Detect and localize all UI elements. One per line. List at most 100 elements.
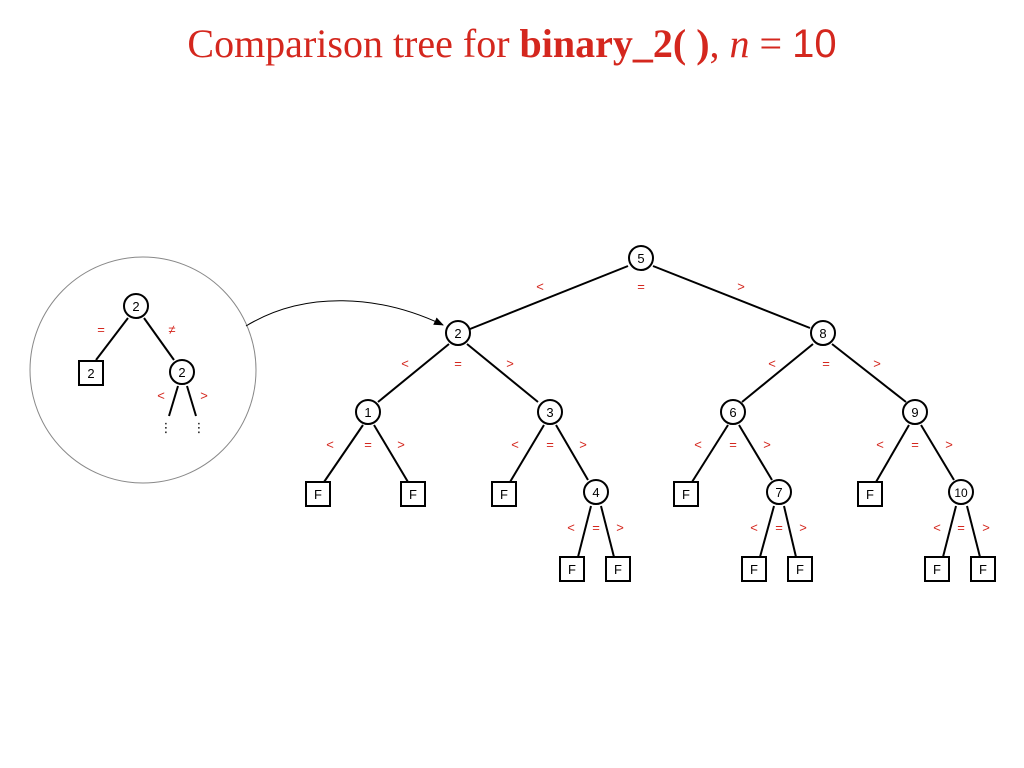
- eq-4: =: [592, 520, 600, 535]
- gt-5: >: [737, 279, 745, 294]
- edge-8-9: [831, 343, 907, 403]
- lt-6: <: [694, 437, 702, 452]
- gt-9: >: [945, 437, 953, 452]
- edge-1-f: [323, 424, 364, 483]
- node-9-label: 9: [911, 405, 918, 420]
- node-9: [902, 399, 928, 425]
- lt-9: <: [876, 437, 884, 452]
- leaf-f-5-label: F: [682, 487, 690, 502]
- edge-2-1: [377, 343, 450, 403]
- inset-gt-label: >: [200, 388, 208, 403]
- node-5-label: 5: [637, 251, 644, 266]
- inset-lt-label: <: [157, 388, 165, 403]
- node-7: [766, 479, 792, 505]
- edge-5-8: [652, 265, 811, 329]
- leaf-f-4a: [559, 556, 585, 582]
- node-4-label: 4: [592, 485, 599, 500]
- inset-leaf-node: [78, 360, 104, 386]
- leaf-f-9: [924, 556, 950, 582]
- node-6-label: 6: [729, 405, 736, 420]
- edge-4-f: [577, 505, 592, 558]
- gt-7: >: [799, 520, 807, 535]
- eq-2: =: [454, 356, 462, 371]
- edge-6-7: [738, 424, 773, 481]
- leaf-f-8: [857, 481, 883, 507]
- gt-6: >: [763, 437, 771, 452]
- node-3: [537, 399, 563, 425]
- eq-1: =: [364, 437, 372, 452]
- leaf-f-3: [491, 481, 517, 507]
- edge-inset-mid-right: [186, 385, 197, 417]
- node-2: [445, 320, 471, 346]
- leaf-f-4a-label: F: [568, 562, 576, 577]
- gt-2: >: [506, 356, 514, 371]
- node-10: [948, 479, 974, 505]
- edge-3-4: [555, 424, 589, 481]
- edge-10-f2: [966, 505, 981, 558]
- eq-5: =: [637, 279, 645, 294]
- title-separator: ,: [709, 21, 730, 66]
- gt-1: >: [397, 437, 405, 452]
- inset-eq-label: =: [97, 322, 105, 337]
- leaf-f-2-label: F: [409, 487, 417, 502]
- title-variable: n: [729, 21, 750, 66]
- gt-10: >: [982, 520, 990, 535]
- lt-10: <: [933, 520, 941, 535]
- edge-7-f: [759, 505, 775, 558]
- node-5: [628, 245, 654, 271]
- leaf-f-8-label: F: [866, 487, 874, 502]
- eq-9: =: [911, 437, 919, 452]
- eq-3: =: [546, 437, 554, 452]
- node-6: [720, 399, 746, 425]
- title-prefix: Comparison tree for: [187, 21, 520, 66]
- leaf-f-1: [305, 481, 331, 507]
- lt-5: <: [536, 279, 544, 294]
- lt-2: <: [401, 356, 409, 371]
- lt-8: <: [768, 356, 776, 371]
- leaf-f-5: [673, 481, 699, 507]
- title-equals: =: [749, 21, 793, 66]
- inset-mid-label: 2: [178, 365, 185, 380]
- leaf-f-4b-label: F: [614, 562, 622, 577]
- leaf-f-6-label: F: [750, 562, 758, 577]
- edge-9-10: [920, 424, 955, 481]
- edge-6-f: [691, 424, 729, 483]
- leaf-f-3-label: F: [500, 487, 508, 502]
- eq-6: =: [729, 437, 737, 452]
- edge-9-f: [875, 424, 910, 483]
- edge-7-f2: [783, 505, 797, 558]
- gt-4: >: [616, 520, 624, 535]
- inset-ellipsis-right: ⋮: [193, 420, 206, 435]
- leaf-f-1-label: F: [314, 487, 322, 502]
- node-1-label: 1: [364, 405, 371, 420]
- leaf-f-10: [970, 556, 996, 582]
- title-value: 10: [792, 22, 837, 66]
- tree-edges: [95, 265, 981, 558]
- eq-8: =: [822, 356, 830, 371]
- edge-2-3: [466, 343, 539, 403]
- leaf-f-10-label: F: [979, 562, 987, 577]
- inset-neq-label: ≠: [168, 322, 175, 337]
- edge-10-f: [942, 505, 957, 558]
- page-title: Comparison tree for binary_2( ), n = 10: [0, 18, 1024, 70]
- node-8: [810, 320, 836, 346]
- edge-inset-mid-left: [168, 385, 179, 417]
- inset-ellipsis-left: ⋮: [160, 420, 173, 435]
- edge-3-f: [509, 424, 545, 483]
- inset-leaf-label: 2: [87, 366, 94, 381]
- edge-4-f2: [600, 505, 615, 558]
- lt-1: <: [326, 437, 334, 452]
- leaf-f-7: [787, 556, 813, 582]
- leaf-f-4b: [605, 556, 631, 582]
- edge-5-2: [469, 265, 629, 330]
- edge-8-6: [741, 343, 814, 403]
- node-1: [355, 399, 381, 425]
- lt-7: <: [750, 520, 758, 535]
- gt-3: >: [579, 437, 587, 452]
- zoom-inset-circle: [29, 256, 257, 484]
- edge-inset-root-leaf: [95, 317, 129, 361]
- node-2-label: 2: [454, 326, 461, 341]
- lt-3: <: [511, 437, 519, 452]
- node-8-label: 8: [819, 326, 826, 341]
